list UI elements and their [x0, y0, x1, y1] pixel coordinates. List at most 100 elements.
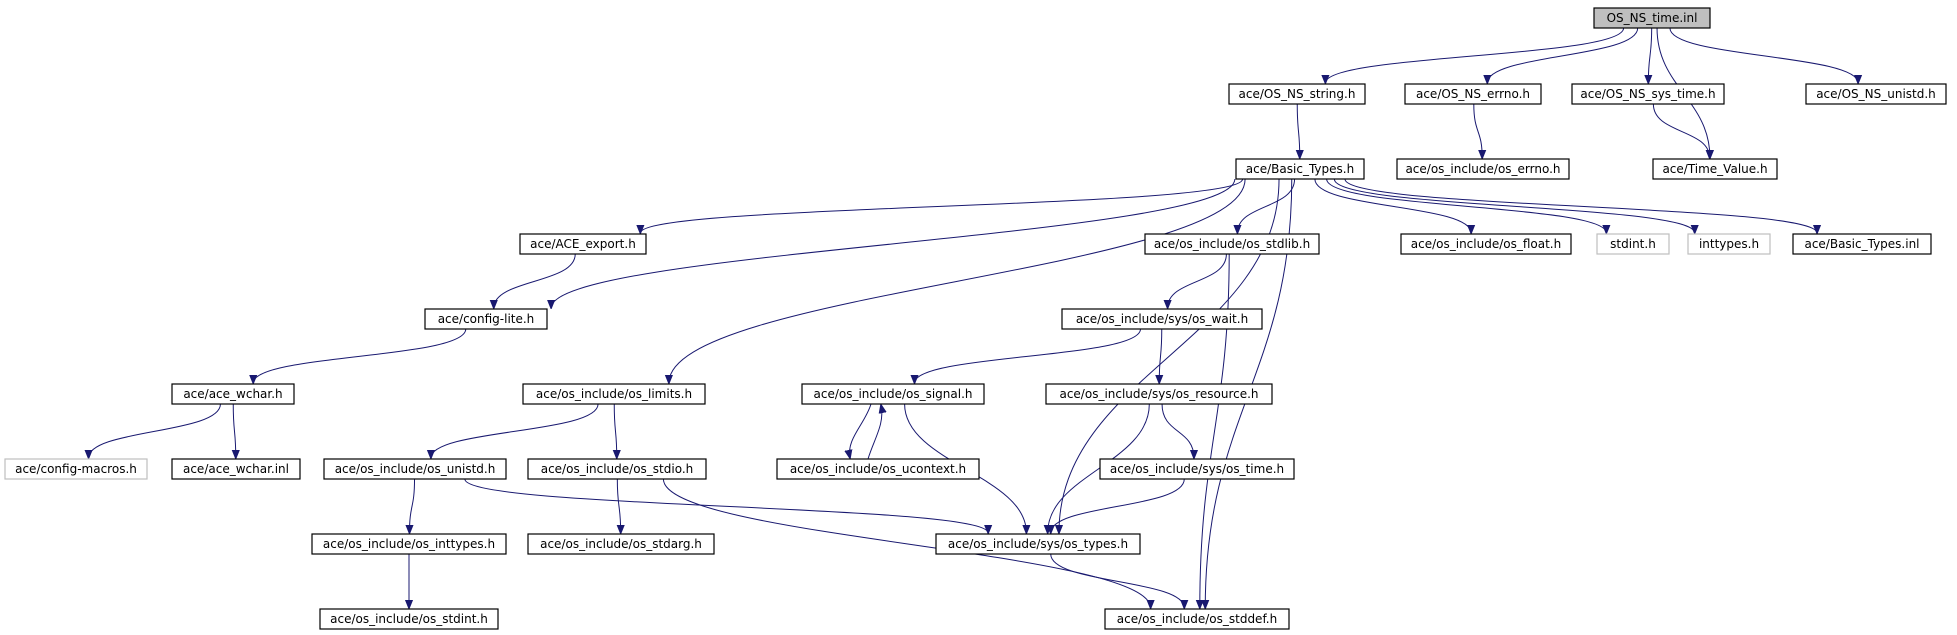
- edge-os_signal-to-os_ucontext: [849, 403, 872, 458]
- node-label-os_unistd: ace/os_include/os_unistd.h: [335, 462, 496, 476]
- edge-basic_types-to-os_float: [1314, 178, 1471, 233]
- node-box-os_ns_time_inl: [1593, 7, 1711, 29]
- node-box-sys_os_time: [1099, 458, 1295, 480]
- node-label-sys_os_resource: ace/os_include/sys/os_resource.h: [1059, 387, 1258, 401]
- node-label-sys_os_time: ace/os_include/sys/os_time.h: [1110, 462, 1284, 476]
- node-label-basic_types_inl: ace/Basic_Types.inl: [1804, 237, 1919, 251]
- edge-sys_os_wait-to-sys_os_resource: [1159, 328, 1162, 383]
- node-box-ace_export: [519, 233, 647, 255]
- node-box-basic_types_inl: [1792, 233, 1932, 255]
- node-label-os_ns_errno: ace/OS_NS_errno.h: [1416, 87, 1530, 101]
- edge-ace_export-to-config_lite: [494, 253, 576, 308]
- node-box-os_errno: [1396, 158, 1570, 180]
- node-sys_os_time[interactable]: ace/os_include/sys/os_time.h: [1099, 458, 1295, 480]
- edge-os_ns_string-to-basic_types: [1297, 103, 1300, 158]
- node-label-time_value: ace/Time_Value.h: [1662, 162, 1767, 176]
- node-os_unistd[interactable]: ace/os_include/os_unistd.h: [323, 458, 507, 480]
- node-label-config_macros: ace/config-macros.h: [15, 462, 137, 476]
- node-box-os_signal: [801, 383, 985, 405]
- node-box-sys_os_types: [935, 533, 1141, 555]
- node-box-inttypes: [1687, 233, 1771, 255]
- node-inttypes: inttypes.h: [1687, 233, 1771, 255]
- node-ace_wchar[interactable]: ace/ace_wchar.h: [171, 383, 295, 405]
- node-basic_types[interactable]: ace/Basic_Types.h: [1235, 158, 1365, 180]
- edge-os_stdlib-to-sys_os_wait: [1168, 253, 1227, 308]
- node-box-os_unistd: [323, 458, 507, 480]
- node-os_stdlib[interactable]: ace/os_include/os_stdlib.h: [1144, 233, 1320, 255]
- node-os_ns_string[interactable]: ace/OS_NS_string.h: [1228, 83, 1366, 105]
- edge-sys_os_resource-to-sys_os_types: [1048, 403, 1150, 533]
- node-sys_os_wait[interactable]: ace/os_include/sys/os_wait.h: [1061, 308, 1263, 330]
- node-os_ucontext[interactable]: ace/os_include/os_ucontext.h: [776, 458, 980, 480]
- node-box-os_inttypes: [311, 533, 507, 555]
- node-label-os_stdint: ace/os_include/os_stdint.h: [330, 612, 488, 626]
- node-basic_types_inl[interactable]: ace/Basic_Types.inl: [1792, 233, 1932, 255]
- node-os_ns_time_inl[interactable]: OS_NS_time.inl: [1593, 7, 1711, 29]
- node-os_stddef[interactable]: ace/os_include/os_stddef.h: [1104, 608, 1290, 630]
- nodes-layer: OS_NS_time.inl ace/OS_NS_string.h ace/OS_N…: [4, 7, 1947, 630]
- node-box-stdint: [1596, 233, 1670, 255]
- edge-ace_wchar-to-config_macros: [89, 403, 221, 458]
- node-os_stdint[interactable]: ace/os_include/os_stdint.h: [319, 608, 499, 630]
- node-label-os_ns_string: ace/OS_NS_string.h: [1239, 87, 1356, 101]
- edge-os_ns_errno-to-os_errno: [1473, 103, 1482, 158]
- node-time_value[interactable]: ace/Time_Value.h: [1652, 158, 1778, 180]
- node-os_float[interactable]: ace/os_include/os_float.h: [1400, 233, 1572, 255]
- node-label-config_lite: ace/config-lite.h: [438, 312, 535, 326]
- node-sys_os_types[interactable]: ace/os_include/sys/os_types.h: [935, 533, 1141, 555]
- node-label-os_errno: ace/os_include/os_errno.h: [1405, 162, 1560, 176]
- node-os_signal[interactable]: ace/os_include/os_signal.h: [801, 383, 985, 405]
- node-os_inttypes[interactable]: ace/os_include/os_inttypes.h: [311, 533, 507, 555]
- edge-basic_types-to-os_limits: [669, 178, 1246, 383]
- node-label-os_stdlib: ace/os_include/os_stdlib.h: [1154, 237, 1310, 251]
- node-config_lite[interactable]: ace/config-lite.h: [424, 308, 548, 330]
- node-label-os_float: ace/os_include/os_float.h: [1411, 237, 1561, 251]
- node-sys_os_resource[interactable]: ace/os_include/sys/os_resource.h: [1045, 383, 1273, 405]
- edge-os_stdlib-to-os_stddef: [1200, 253, 1230, 608]
- node-label-basic_types: ace/Basic_Types.h: [1246, 162, 1354, 176]
- node-os_stdio[interactable]: ace/os_include/os_stdio.h: [527, 458, 707, 480]
- node-os_errno[interactable]: ace/os_include/os_errno.h: [1396, 158, 1570, 180]
- edge-ace_wchar-to-ace_wchar_inl: [233, 403, 236, 458]
- node-os_ns_unistd[interactable]: ace/OS_NS_unistd.h: [1805, 83, 1947, 105]
- node-box-sys_os_resource: [1045, 383, 1273, 405]
- node-os_limits[interactable]: ace/os_include/os_limits.h: [522, 383, 706, 405]
- node-os_stdarg[interactable]: ace/os_include/os_stdarg.h: [527, 533, 715, 555]
- node-box-os_limits: [522, 383, 706, 405]
- edge-basic_types-to-config_lite: [551, 178, 1236, 308]
- node-box-config_lite: [424, 308, 548, 330]
- node-box-os_float: [1400, 233, 1572, 255]
- node-box-ace_wchar_inl: [171, 458, 301, 480]
- node-label-os_stdarg: ace/os_include/os_stdarg.h: [540, 537, 702, 551]
- edge-os_limits-to-os_unistd: [431, 403, 599, 458]
- node-box-os_ns_unistd: [1805, 83, 1947, 105]
- node-ace_wchar_inl[interactable]: ace/ace_wchar.inl: [171, 458, 301, 480]
- edge-sys_os_time-to-sys_os_types: [1051, 478, 1185, 533]
- edge-basic_types-to-os_stdlib: [1237, 178, 1296, 233]
- edge-os_stdio-to-os_stddef: [662, 478, 1150, 608]
- node-label-os_ns_sys_time: ace/OS_NS_sys_time.h: [1580, 87, 1715, 101]
- node-label-sys_os_types: ace/os_include/sys/os_types.h: [948, 537, 1128, 551]
- edge-os_limits-to-os_stdio: [614, 403, 617, 458]
- node-box-os_ns_sys_time: [1571, 83, 1725, 105]
- edge-basic_types-to-ace_export: [640, 178, 1244, 233]
- node-label-os_stdio: ace/os_include/os_stdio.h: [541, 462, 694, 476]
- node-os_ns_errno[interactable]: ace/OS_NS_errno.h: [1404, 83, 1542, 105]
- edge-os_unistd-to-os_inttypes: [409, 478, 416, 533]
- node-label-os_ns_unistd: ace/OS_NS_unistd.h: [1816, 87, 1936, 101]
- node-box-os_ns_string: [1228, 83, 1366, 105]
- node-label-os_ucontext: ace/os_include/os_ucontext.h: [790, 462, 966, 476]
- edge-os_stdio-to-os_stdarg: [617, 478, 620, 533]
- node-ace_export[interactable]: ace/ACE_export.h: [519, 233, 647, 255]
- node-label-inttypes: inttypes.h: [1699, 237, 1759, 251]
- edge-basic_types-to-inttypes: [1333, 178, 1694, 233]
- node-box-sys_os_wait: [1061, 308, 1263, 330]
- node-label-os_stddef: ace/os_include/os_stddef.h: [1117, 612, 1277, 626]
- node-os_ns_sys_time[interactable]: ace/OS_NS_sys_time.h: [1571, 83, 1725, 105]
- edge-os_ns_time_inl-to-os_ns_sys_time: [1648, 27, 1651, 83]
- edge-os_ucontext-to-os_signal: [867, 405, 882, 460]
- edge-os_ns_sys_time-to-time_value: [1652, 103, 1709, 158]
- node-box-os_ucontext: [776, 458, 980, 480]
- edge-basic_types-to-stdint: [1326, 178, 1607, 233]
